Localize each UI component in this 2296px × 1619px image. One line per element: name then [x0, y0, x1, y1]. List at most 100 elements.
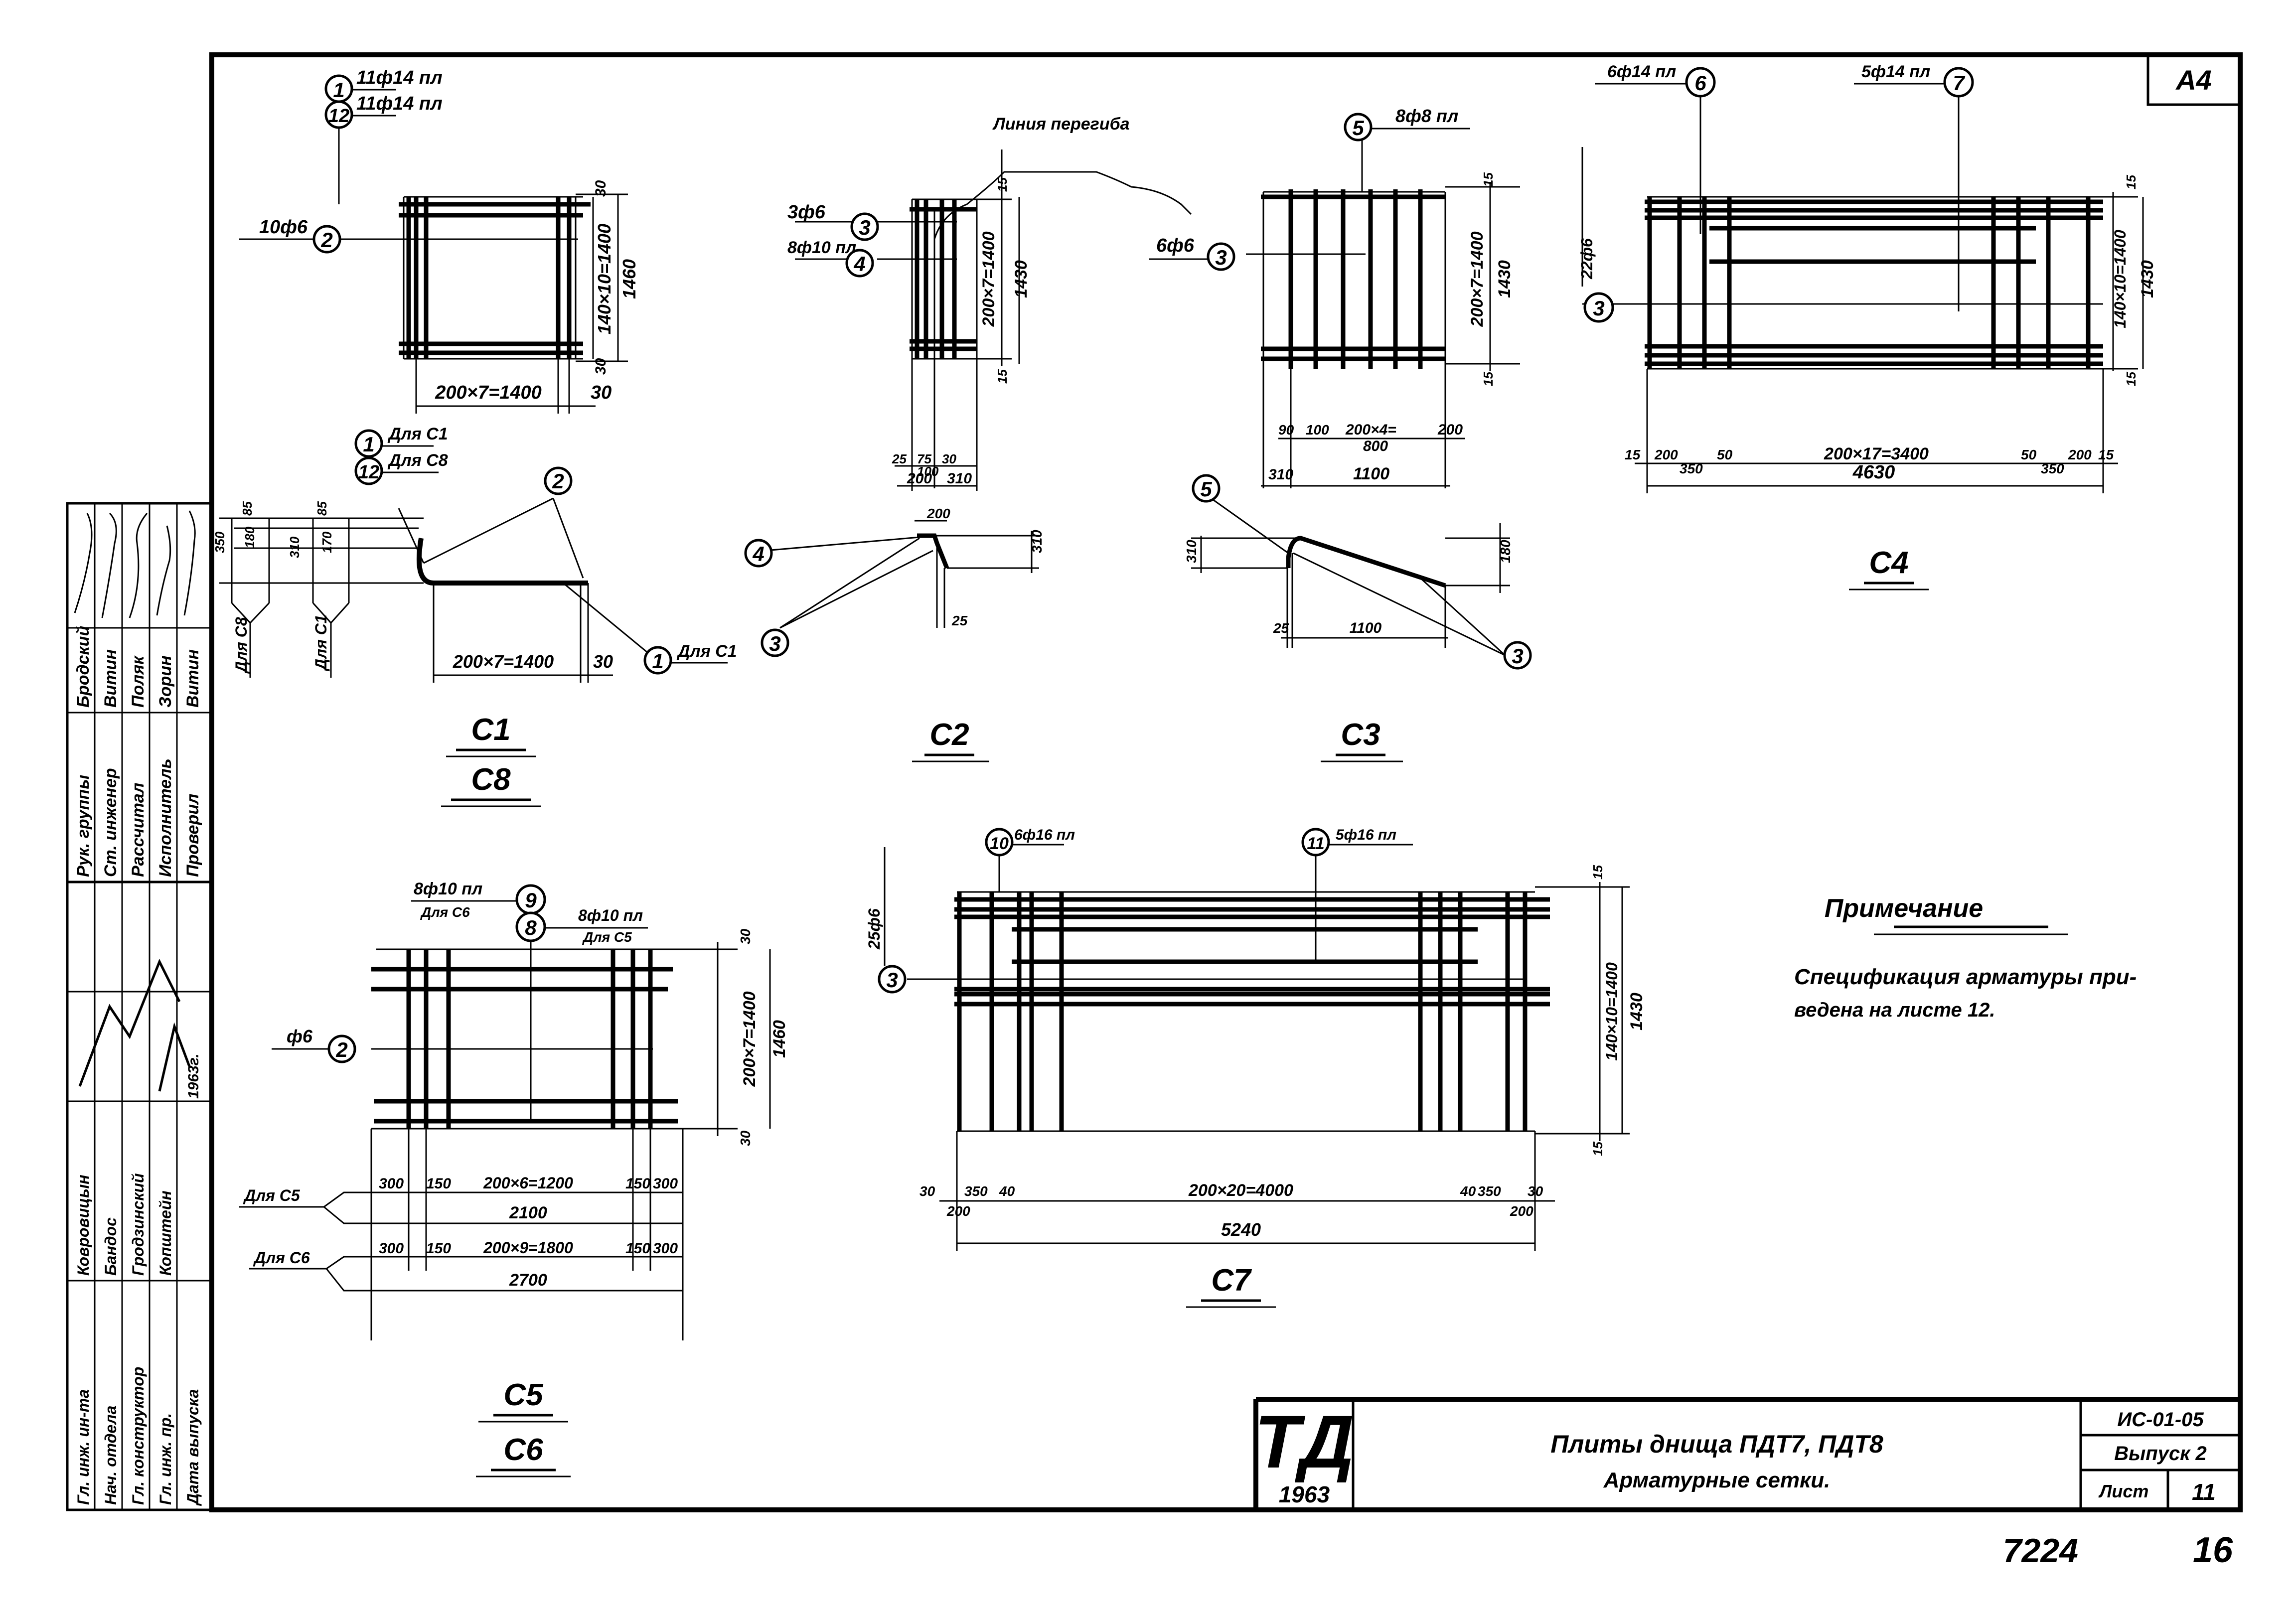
dimension: 25 [951, 613, 968, 628]
bar-label: 11ф14 пл [356, 67, 443, 88]
position-number: 3 [769, 632, 780, 655]
bar-label: ф6 [287, 1026, 313, 1046]
dimension: 30 [591, 382, 612, 403]
dimension: 1100 [1350, 620, 1382, 636]
dimension: 200×7=1400 [435, 382, 541, 403]
stamp-role: Рассчитал [129, 783, 148, 877]
position-number: 1 [652, 649, 663, 673]
dimension: 150 [426, 1240, 451, 1257]
sheet-label: Лист [2098, 1481, 2149, 1501]
stamp-name: Гродзинский [129, 1173, 147, 1276]
position-marker [643, 646, 672, 675]
position-number: 11 [1307, 834, 1324, 853]
position-number: 3 [859, 216, 870, 239]
signature-icon [101, 512, 117, 618]
note-heading: Примечание [1825, 894, 1983, 923]
dimension: 180 [242, 526, 257, 548]
title-block [1253, 1397, 2240, 1510]
bar-label: 5ф16 пл [1336, 827, 1396, 843]
dimension: 1430 [1012, 260, 1031, 298]
bar-label: 6ф6 [1156, 235, 1195, 256]
dimension: 200×6=1200 [483, 1174, 573, 1192]
sheet-title-1: Плиты днища ПДТ7, ПДТ8 [1550, 1430, 1883, 1458]
dimension: 30 [738, 1130, 753, 1146]
position-marker [1207, 242, 1235, 271]
mesh-c3-section [1191, 497, 1510, 656]
dimension: 200×9=1800 [483, 1239, 573, 1257]
dimension: 200×4= [1345, 422, 1396, 438]
position-marker [985, 828, 1014, 857]
bar-label: 25ф6 [865, 908, 883, 950]
dimension: 310 [947, 470, 972, 487]
signature-icon [158, 1022, 191, 1092]
section-note: Для С6 [253, 1249, 310, 1267]
stamp-name: Витин [101, 649, 120, 708]
section-note: Для С5 [582, 929, 632, 945]
position-number: 5 [1352, 116, 1364, 140]
dimension: 200 [1654, 447, 1678, 462]
dimension: 350 [212, 531, 227, 553]
dimension: 200 [1437, 422, 1463, 438]
mesh-c5-plan [239, 912, 771, 1340]
signature-icon [78, 958, 181, 1087]
archive-number: 7224 [2003, 1532, 2078, 1570]
stamp-name: Бродский [74, 625, 93, 708]
dimension: 1430 [2138, 260, 2157, 298]
note-line-1: Спецификация арматуры при- [1794, 965, 2137, 989]
section-note: Для С6 [420, 904, 470, 920]
dimension: 200×7=1400 [979, 231, 998, 327]
mesh-title: С7 [1211, 1263, 1252, 1298]
bar-label: 11ф14 пл [356, 93, 443, 114]
issue-number: Выпуск 2 [2114, 1443, 2207, 1465]
stamp-name: Поляк [129, 655, 148, 708]
signature-icon [183, 510, 196, 616]
dimension: 350 [1680, 461, 1703, 476]
dimension: 200 [926, 506, 950, 521]
dimension: 15 [1590, 865, 1605, 880]
dimension: 180 [1498, 540, 1513, 563]
stamp-name: Копштейн [156, 1190, 174, 1276]
stamp-role: Ст. инженер [101, 768, 120, 877]
dimension: 200 [907, 470, 932, 487]
position-marker [744, 539, 773, 568]
dimension: 85 [240, 501, 255, 516]
dimension: 200×7=1400 [453, 651, 554, 672]
bar-label: 22ф6 [1578, 238, 1596, 280]
position-marker [354, 429, 383, 458]
signature-icon [156, 525, 171, 616]
dimension: 30 [593, 180, 609, 197]
bar-label: 6ф16 пл [1014, 827, 1075, 843]
dimension: 150 [625, 1176, 650, 1192]
position-number: 3 [1215, 246, 1226, 269]
position-marker [515, 911, 546, 942]
position-number: 12 [358, 462, 379, 483]
section-note: Для С1 [676, 642, 737, 661]
dimension: 200×7=1400 [740, 991, 759, 1087]
section-note: Для С1 [387, 425, 448, 443]
dimension: 50 [1717, 447, 1733, 462]
position-number: 1 [363, 433, 374, 456]
signature-icon [74, 513, 93, 613]
dimension: 100 [917, 464, 939, 479]
mesh-title: С4 [1869, 546, 1908, 580]
position-number: 2 [335, 1038, 347, 1061]
section-note: Для С5 [243, 1186, 301, 1204]
dimension: 200×20=4000 [1188, 1181, 1293, 1200]
mesh-c1-plan [239, 125, 628, 414]
series-code: ИС-01-05 [2117, 1409, 2204, 1431]
dimension: 1430 [1627, 993, 1646, 1030]
dimension: 4630 [1852, 462, 1895, 483]
dimension: 200×7=1400 [1468, 231, 1487, 327]
position-marker [324, 100, 353, 129]
dimension: 50 [2021, 447, 2037, 462]
dimension: 15 [2124, 372, 2139, 386]
logo: ТД [1254, 1400, 1354, 1483]
stamp-name: Зорин [156, 655, 175, 708]
dimension: 200 [946, 1203, 970, 1219]
dimension: 30 [942, 451, 956, 466]
mesh-title: С6 [503, 1433, 543, 1467]
bar-label: 3ф6 [787, 202, 826, 223]
dimension: 310 [1184, 540, 1199, 563]
bar-label: 8ф10 пл [578, 906, 643, 924]
signature-icon [129, 513, 148, 618]
